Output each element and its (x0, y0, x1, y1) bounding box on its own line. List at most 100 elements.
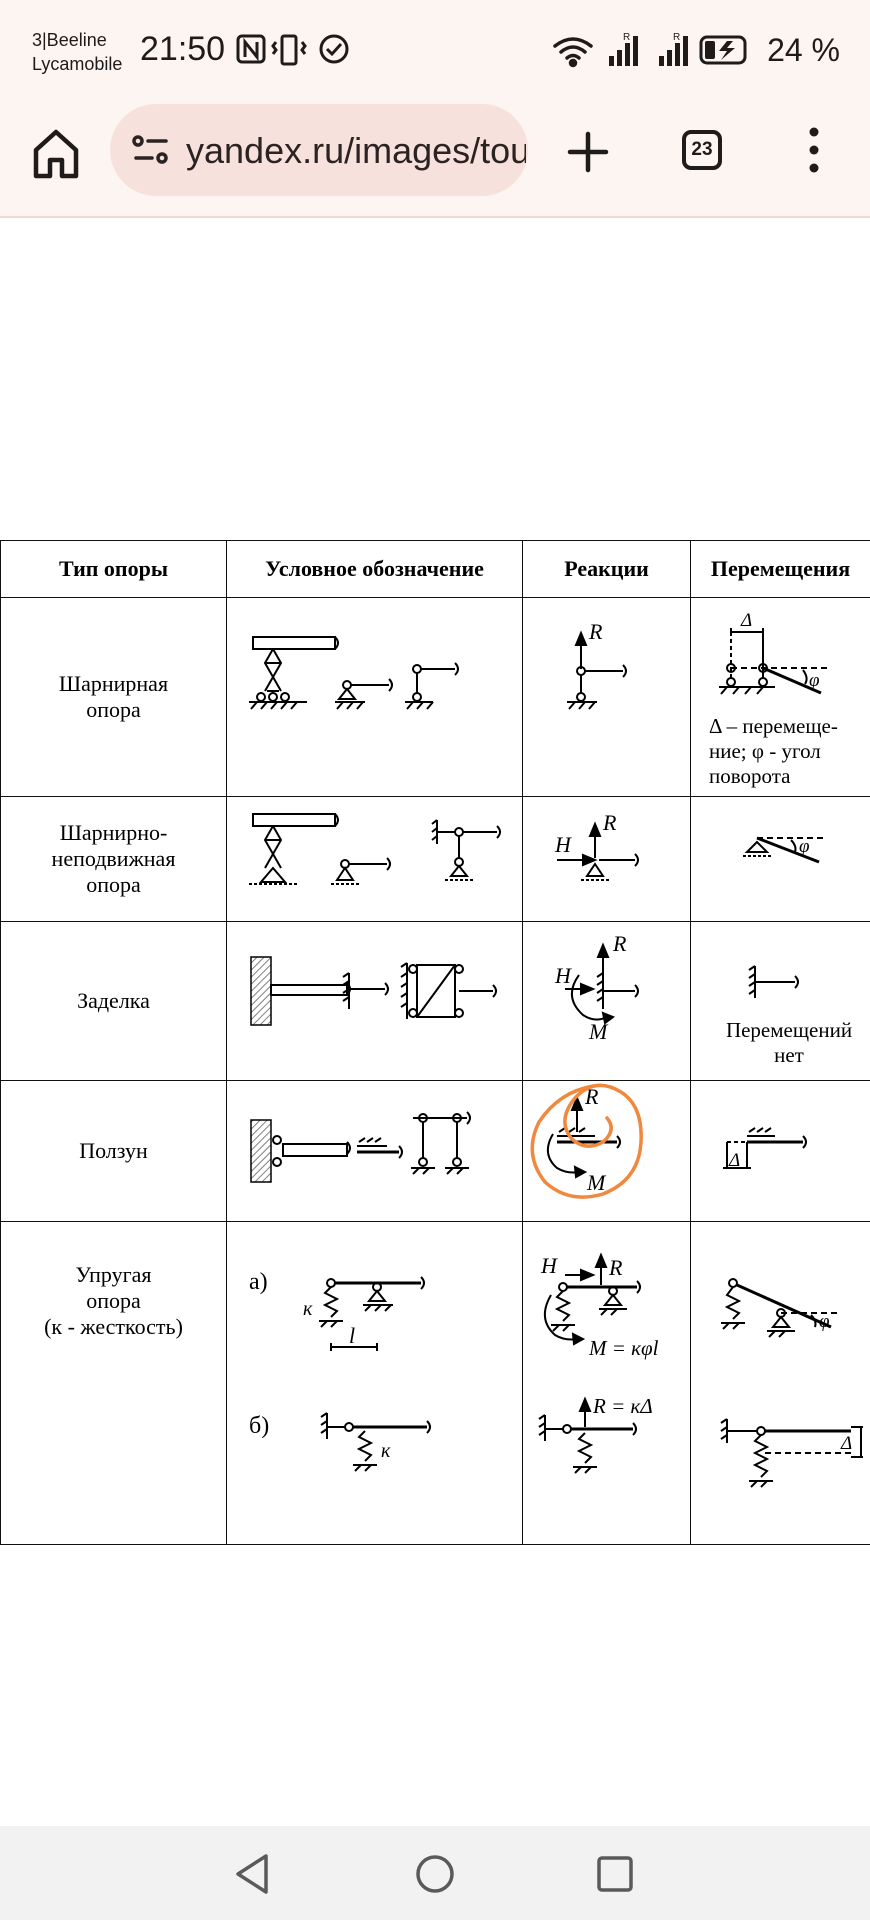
note-line-2: ние; φ - угол (709, 739, 838, 764)
pinned-reaction-diagram: R (523, 599, 691, 795)
back-button[interactable] (238, 1856, 266, 1892)
table-header-row: Тип опоры Условное обозначение Реакции П… (1, 541, 870, 598)
header-displacements: Перемещения (691, 541, 870, 598)
header-symbol: Условное обозначение (227, 541, 523, 598)
signal-icon-1: R (609, 32, 638, 66)
row-name-line-1: Ползун (1, 1138, 226, 1164)
system-nav-bar (0, 1826, 870, 1920)
label-r: R (612, 931, 627, 956)
displacement-cell: Перемещений нет (691, 922, 870, 1081)
url-text[interactable]: yandex.ru/images/touch (186, 130, 526, 172)
reaction-cell: R H M (523, 922, 691, 1081)
label-k: к (381, 1440, 391, 1462)
row-name-line-3: (к - жесткость) (1, 1314, 226, 1340)
support-types-table: Тип опоры Условное обозначение Реакции П… (0, 540, 870, 1545)
row-name-line-1: Шарнирно- (1, 820, 226, 846)
symbol-cell (227, 797, 523, 922)
status-icons-right: R R 24 % (551, 30, 840, 70)
header-reactions: Реакции (523, 541, 691, 598)
elastic-support-symbols: а) б) к (227, 1243, 523, 1523)
pinned-fixed-support-symbols (227, 798, 523, 920)
pinned-support-symbols (227, 599, 523, 795)
address-bar[interactable]: yandex.ru/images/touch (110, 104, 528, 196)
row-name-line-2: неподвижная (1, 846, 226, 872)
status-icons-left (232, 30, 372, 75)
pinned-displacement-diagram: Δ φ (691, 598, 870, 718)
home-button[interactable] (30, 126, 82, 182)
home-icon (30, 126, 82, 182)
status-time: 21:50 (140, 30, 225, 69)
symbol-cell (227, 1081, 523, 1222)
signal-icon-2: R (659, 32, 688, 66)
status-bar: 3|Beeline Lycamobile 21:50 (0, 0, 870, 100)
more-menu-button[interactable] (802, 124, 826, 181)
label-delta: Δ (740, 610, 752, 631)
label-r: R (602, 810, 617, 835)
more-vert-icon (802, 124, 826, 176)
carrier-line-1: 3|Beeline (32, 28, 122, 52)
slider-reaction-diagram: R M (523, 1082, 691, 1220)
row-name-line-3: опора (1, 872, 226, 898)
table-row: Заделка (1, 922, 870, 1081)
label-h: H (540, 1253, 558, 1278)
recents-icon (599, 1858, 631, 1890)
label-h: H (554, 963, 572, 988)
recents-button[interactable] (599, 1858, 631, 1890)
label-phi: φ (799, 836, 810, 857)
symbol-cell: а) б) к (227, 1222, 523, 1545)
label-k: к (303, 1298, 313, 1320)
fixed-end-reaction-diagram: R H M (523, 923, 691, 1079)
displacement-note: Перемещений нет (709, 1018, 869, 1068)
label-h: H (554, 832, 572, 857)
table-row: Шарнирно- неподвижная опора (1, 797, 870, 922)
row-name-cell: Упругая опора (к - жесткость) (1, 1222, 227, 1545)
plus-icon (562, 126, 614, 178)
vibrate-icon (273, 36, 305, 64)
label-delta: Δ (840, 1433, 852, 1454)
label-delta: Δ (728, 1150, 740, 1171)
elastic-reaction-diagram: R H M = кφl R = кΔ (523, 1243, 691, 1523)
row-name-cell: Ползун (1, 1081, 227, 1222)
new-tab-button[interactable] (562, 126, 614, 183)
home-circle-icon (418, 1857, 452, 1891)
battery-level: 24 % (767, 32, 840, 69)
check-circle-icon (321, 36, 347, 62)
site-settings-icon[interactable] (132, 134, 170, 166)
displacement-note: Δ – перемеще- ние; φ - угол поворота (709, 714, 838, 789)
slider-symbols (227, 1082, 523, 1220)
wifi-icon (555, 39, 591, 66)
row-name-cell: Заделка (1, 922, 227, 1081)
fixed-end-displacement-diagram (691, 922, 870, 1022)
header-support-type: Тип опоры (1, 541, 227, 598)
note-line-1: Δ – перемеще- (709, 714, 838, 739)
reaction-equation: R = кΔ (592, 1394, 653, 1418)
browser-toolbar: yandex.ru/images/touch 23 (0, 100, 870, 218)
battery-icon (701, 37, 745, 63)
tab-switcher-button[interactable]: 23 (682, 130, 722, 170)
reaction-cell: R H (523, 797, 691, 922)
row-name-cell: Шарнирно- неподвижная опора (1, 797, 227, 922)
reaction-cell: R H M = кφl R = кΔ (523, 1222, 691, 1545)
image-viewer[interactable]: Тип опоры Условное обозначение Реакции П… (0, 218, 870, 1826)
displacement-cell: Δ (691, 1081, 870, 1222)
reaction-cell: R M (523, 1081, 691, 1222)
symbol-cell (227, 598, 523, 797)
note-line-2: нет (709, 1043, 869, 1068)
signal-badge-1: R (623, 32, 630, 43)
variant-a-label: а) (249, 1269, 268, 1295)
reaction-cell: R (523, 598, 691, 797)
note-line-3: поворота (709, 764, 838, 789)
carrier-line-2: Lycamobile (32, 52, 122, 76)
table-row: Ползун (1, 1081, 870, 1222)
home-nav-button[interactable] (418, 1857, 452, 1891)
row-name-cell: Шарнирная опора (1, 598, 227, 797)
row-name-line-1: Упругая (1, 1262, 226, 1288)
displacement-cell: φ Δ (691, 1222, 870, 1545)
back-icon (238, 1856, 266, 1892)
elastic-displacement-diagram: φ Δ (691, 1243, 870, 1523)
displacement-cell: φ (691, 797, 870, 922)
symbol-cell (227, 922, 523, 1081)
displacement-cell: Δ φ Δ – перемеще- ние; φ - угол поворота (691, 598, 870, 797)
table-row: Шарнирная опора (1, 598, 870, 797)
carrier-label: 3|Beeline Lycamobile (32, 28, 122, 76)
